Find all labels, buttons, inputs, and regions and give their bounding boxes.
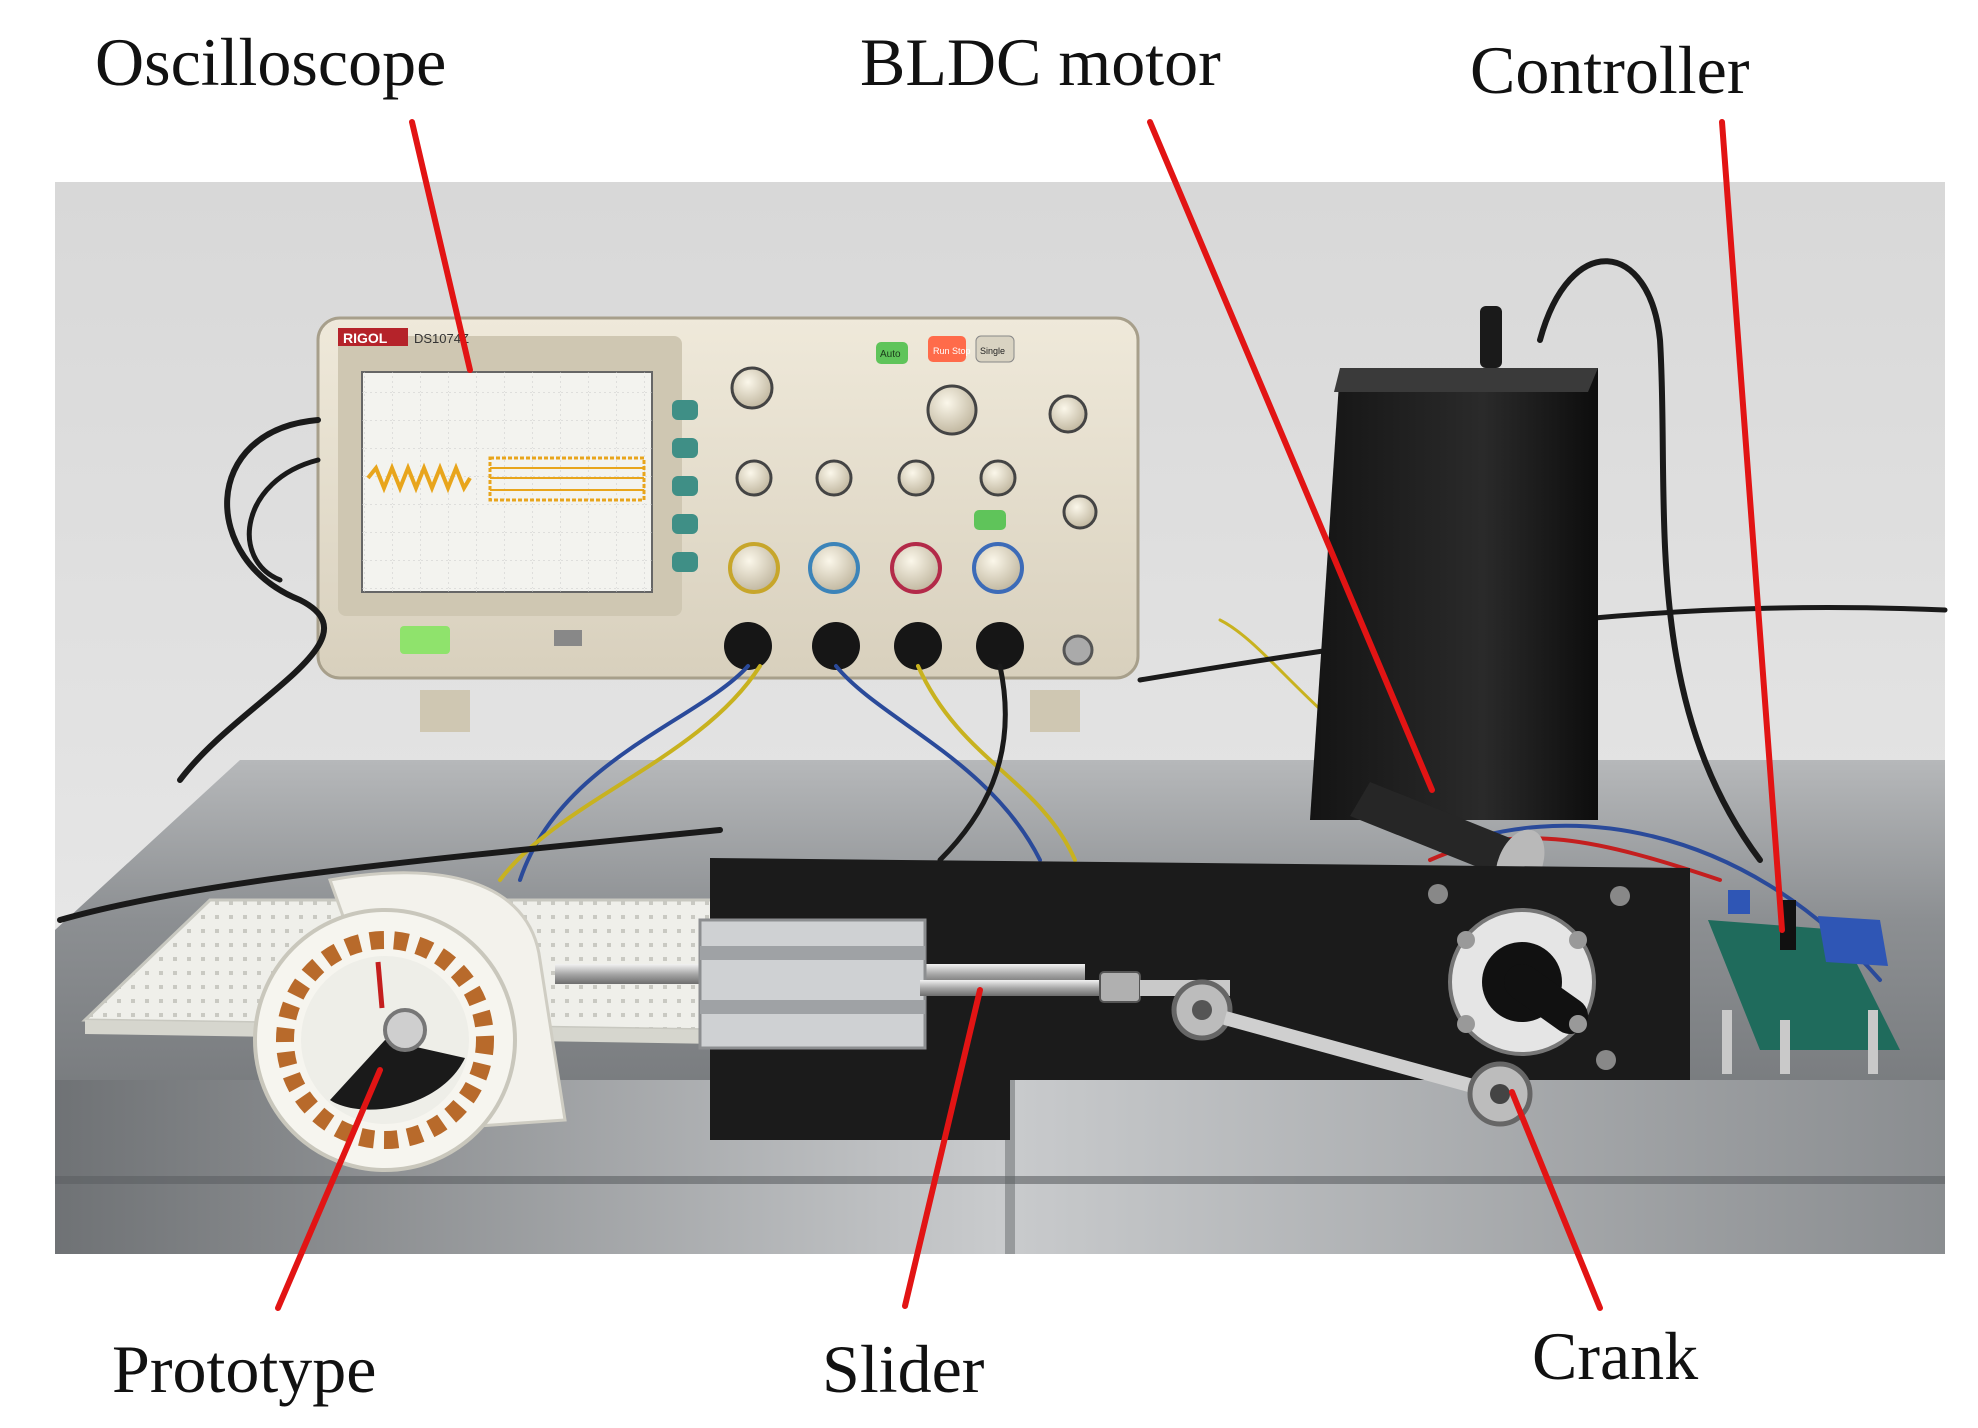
slider-assembly bbox=[555, 918, 1110, 1050]
scope-model: DS1074Z bbox=[414, 331, 469, 346]
label-bldc-motor: BLDC motor bbox=[860, 24, 1221, 100]
label-slider: Slider bbox=[822, 1331, 985, 1407]
label-controller: Controller bbox=[1470, 32, 1750, 108]
label-crank: Crank bbox=[1532, 1318, 1699, 1394]
scope-knobs bbox=[728, 366, 1098, 594]
label-oscilloscope: Oscilloscope bbox=[95, 24, 447, 100]
scope-buttons bbox=[400, 335, 1015, 654]
oscilloscope-device: RIGOL DS1074Z bbox=[316, 316, 1140, 732]
scope-brand: RIGOL bbox=[343, 330, 388, 346]
prototype-device bbox=[253, 871, 567, 1172]
label-prototype: Prototype bbox=[112, 1331, 377, 1407]
crank-assembly bbox=[1099, 908, 1596, 1127]
power-box bbox=[1310, 306, 1598, 820]
